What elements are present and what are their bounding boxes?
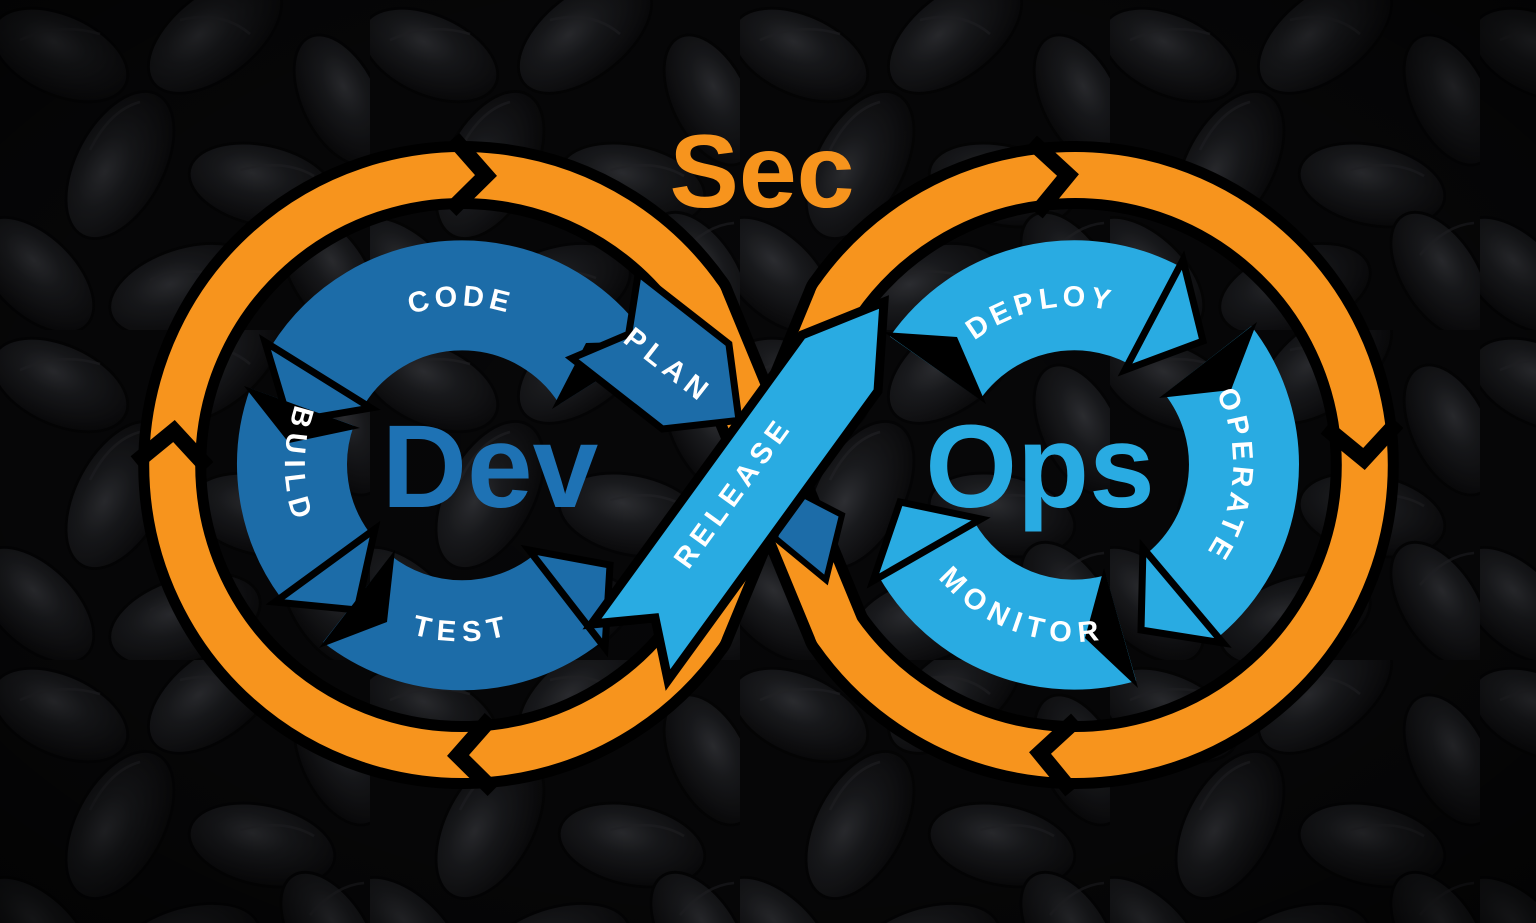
infinity-left-arc	[149, 152, 723, 778]
deploy-tail-notch	[884, 332, 986, 404]
ops-ring	[866, 240, 1299, 690]
code-segment	[271, 240, 653, 406]
sec-title: Sec	[669, 114, 854, 230]
flow-chevron-right-top	[1026, 135, 1079, 219]
plan-arrow	[564, 266, 743, 433]
dev-label: Dev	[382, 401, 599, 533]
operate-tail-notch	[1159, 322, 1257, 398]
flow-chevron-left-bottom	[447, 713, 499, 796]
build-tail-notch	[244, 386, 360, 443]
ops-label: Ops	[925, 401, 1155, 533]
build-label: BUILD	[278, 402, 320, 527]
build-arrowhead	[265, 520, 381, 614]
operate-segment	[1146, 326, 1299, 638]
test-tail-notch	[319, 550, 395, 648]
flow-chevron-right-side	[1320, 417, 1404, 470]
flow-chevron-left-side	[130, 420, 214, 473]
release-ribbon-shape	[582, 295, 889, 691]
flow-chevron-left-top	[445, 133, 497, 216]
flow-chevron-right-bottom	[1029, 713, 1082, 797]
monitor-tail-notch	[1085, 568, 1138, 688]
code-arrowhead	[258, 334, 381, 426]
monitor-arrowhead	[866, 497, 991, 589]
deploy-arrowhead	[1117, 250, 1208, 377]
operate-arrowhead	[1137, 538, 1232, 648]
